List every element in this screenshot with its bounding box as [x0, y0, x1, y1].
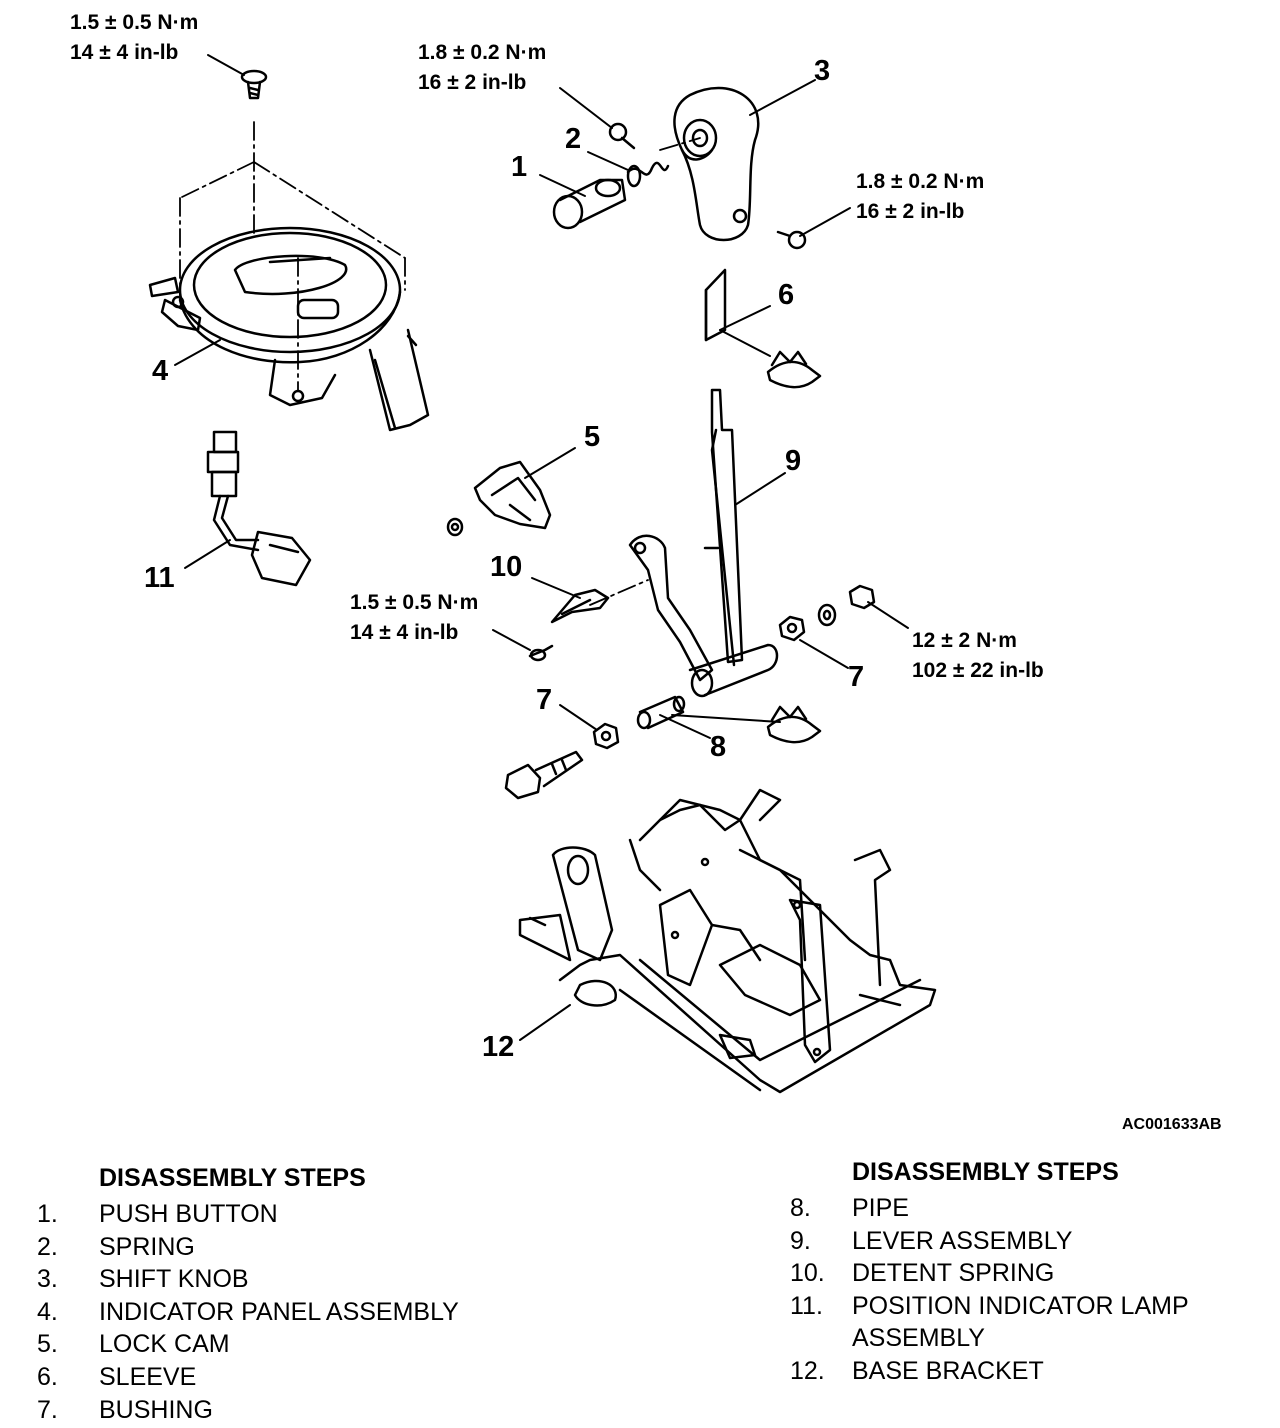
step-number [790, 1322, 852, 1355]
disassembly-steps-left: DISASSEMBLY STEPS 1. PUSH BUTTON 2. SPRING… [37, 1160, 459, 1426]
lock-cam-washer [446, 517, 464, 537]
callout-10: 10 [490, 551, 523, 583]
step-number: 5. [37, 1330, 58, 1359]
step-label: SLEEVE [99, 1362, 197, 1391]
callout-7-lower: 7 [536, 684, 553, 716]
sleeve [704, 268, 727, 342]
steps-heading: DISASSEMBLY STEPS [852, 1158, 1119, 1186]
figure-id: AC001633AB [1122, 1116, 1222, 1133]
knob-screw-top [608, 122, 636, 150]
callout-2: 2 [565, 123, 582, 155]
step-item: 7. BUSHING [37, 1394, 459, 1427]
step-item: 10. DETENT SPRING [790, 1257, 1189, 1290]
torque-spec-imperial: 16 ± 2 in-lb [418, 71, 527, 94]
step-label: DETENT SPRING [852, 1259, 1055, 1288]
step-label: SPRING [99, 1232, 195, 1261]
step-item: ASSEMBLY [790, 1322, 1189, 1355]
step-item: 9. LEVER ASSEMBLY [790, 1225, 1189, 1258]
step-item: 4. INDICATOR PANEL ASSEMBLY [37, 1296, 459, 1329]
nut-bushing-7b [592, 722, 620, 750]
step-label: PUSH BUTTON [99, 1200, 278, 1228]
indicator-panel-assembly [148, 226, 430, 432]
shift-knob [673, 86, 760, 242]
step-number: 4. [37, 1297, 58, 1326]
step-label: SHIFT KNOB [99, 1265, 249, 1294]
callout-12: 12 [482, 1031, 515, 1063]
torque-spec-imperial: 16 ± 2 in-lb [856, 200, 965, 223]
detent-spring [550, 588, 610, 624]
step-label: INDICATOR PANEL ASSEMBLY [99, 1297, 459, 1326]
disassembly-steps-right: DISASSEMBLY STEPS 8. PIPE 9. LEVER ASSEMBL… [790, 1154, 1189, 1388]
step-item: 8. PIPE [790, 1192, 1189, 1225]
step-label: POSITION INDICATOR LAMP [852, 1291, 1189, 1320]
torque-spec-knob-screw-side: 1.8 ± 0.2 N·m 16 ± 2 in-lb [856, 167, 984, 227]
torque-spec-metric: 12 ± 2 N·m [912, 629, 1017, 652]
bolt [504, 750, 584, 800]
grease-symbol-upper [766, 350, 822, 389]
torque-spec-panel-screw: 1.5 ± 0.5 N·m 14 ± 4 in-lb [70, 8, 198, 68]
step-item: 2. SPRING [37, 1231, 459, 1264]
step-item: 6. SLEEVE [37, 1361, 459, 1394]
callout-11: 11 [144, 562, 175, 594]
step-item: 5. LOCK CAM [37, 1328, 459, 1361]
step-label: LEVER ASSEMBLY [852, 1226, 1073, 1255]
exploded-view-drawing [148, 54, 937, 1094]
step-item: 1. PUSH BUTTON [37, 1198, 459, 1231]
callout-5: 5 [584, 421, 601, 453]
step-item: 3. SHIFT KNOB [37, 1263, 459, 1296]
callout-4: 4 [152, 355, 169, 387]
step-number: 1. [37, 1200, 58, 1228]
torque-spec-knob-screw-top: 1.8 ± 0.2 N·m 16 ± 2 in-lb [418, 38, 546, 98]
lock-cam [473, 460, 552, 530]
knob-screw-side [776, 230, 807, 250]
torque-spec-metric: 1.8 ± 0.2 N·m [418, 41, 547, 64]
step-label: ASSEMBLY [852, 1324, 985, 1353]
grease-symbol-lower [766, 705, 822, 744]
panel-screw-top [240, 69, 268, 100]
callout-9: 9 [785, 445, 802, 477]
step-label: PIPE [852, 1194, 909, 1222]
spring [626, 161, 670, 188]
step-number: 10. [790, 1259, 825, 1288]
callout-7-right: 7 [848, 661, 865, 693]
base-bracket [518, 788, 937, 1094]
nut-right [848, 584, 876, 610]
torque-spec-metric: 1.5 ± 0.5 N·m [70, 11, 199, 34]
callout-6: 6 [778, 279, 795, 311]
callout-3: 3 [814, 55, 831, 87]
step-number: 3. [37, 1265, 58, 1294]
nut-bushing-7a [778, 615, 806, 642]
step-number: 8. [790, 1194, 811, 1222]
step-item: 12. BASE BRACKET [790, 1355, 1189, 1388]
torque-spec-imperial: 14 ± 4 in-lb [70, 41, 179, 64]
torque-spec-detent-screw: 1.5 ± 0.5 N·m 14 ± 4 in-lb [350, 588, 478, 648]
washer-right [817, 603, 837, 627]
callout-1: 1 [511, 151, 528, 183]
torque-spec-imperial: 102 ± 22 in-lb [912, 659, 1044, 682]
steps-heading: DISASSEMBLY STEPS [99, 1164, 366, 1192]
step-number: 7. [37, 1395, 58, 1424]
step-item: 11. POSITION INDICATOR LAMP [790, 1290, 1189, 1323]
pipe [636, 695, 686, 730]
step-number: 6. [37, 1362, 58, 1391]
callout-8: 8 [710, 731, 727, 763]
step-label: LOCK CAM [99, 1330, 230, 1359]
push-button [552, 178, 627, 230]
torque-spec-imperial: 14 ± 4 in-lb [350, 621, 459, 644]
torque-spec-lever-nut: 12 ± 2 N·m 102 ± 22 in-lb [912, 626, 1044, 686]
leader-lines [174, 54, 909, 1041]
step-number: 12. [790, 1356, 825, 1385]
torque-spec-metric: 1.8 ± 0.2 N·m [856, 170, 985, 193]
step-number: 2. [37, 1232, 58, 1261]
torque-spec-metric: 1.5 ± 0.5 N·m [350, 591, 479, 614]
lever-assembly [628, 388, 779, 698]
position-indicator-lamp-assembly [206, 430, 312, 587]
detent-screw [528, 644, 554, 662]
step-label: BASE BRACKET [852, 1356, 1044, 1385]
step-label: BUSHING [99, 1395, 213, 1424]
step-number: 11. [790, 1291, 823, 1320]
step-number: 9. [790, 1226, 811, 1255]
